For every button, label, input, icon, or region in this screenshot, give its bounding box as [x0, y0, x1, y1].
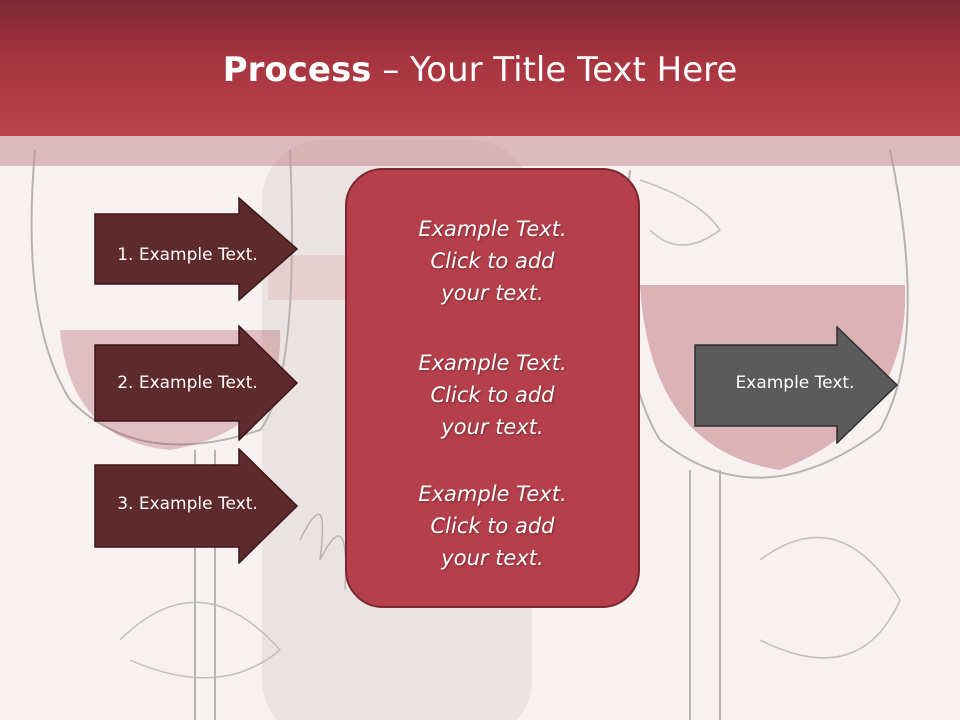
left-arrow-1[interactable]	[94, 197, 300, 301]
slide-title[interactable]: Process – Your Title Text Here	[0, 50, 960, 90]
left-arrow-2[interactable]	[94, 325, 300, 441]
title-band	[0, 0, 960, 136]
right-arrow-label: Example Text.	[735, 373, 855, 393]
center-paragraph-1: Example Text. Click to add your text.	[345, 213, 640, 309]
center-paragraph-2-line-3: your text.	[441, 415, 544, 439]
center-paragraph-3-line-2: Click to add	[430, 514, 555, 538]
center-paragraph-2-line-2: Click to add	[430, 383, 555, 407]
center-paragraph-3: Example Text. Click to add your text.	[345, 478, 640, 574]
center-paragraph-1-line-2: Click to add	[430, 249, 555, 273]
left-arrow-1-label: 1. Example Text.	[117, 245, 258, 265]
right-arrow[interactable]	[694, 326, 900, 444]
center-paragraph-1-line-1: Example Text.	[418, 217, 567, 241]
center-text-box[interactable]	[345, 168, 640, 608]
title-rest: – Your Title Text Here	[371, 50, 738, 90]
title-strip	[0, 136, 960, 166]
left-arrow-3[interactable]	[94, 448, 300, 564]
center-paragraph-2-line-1: Example Text.	[418, 351, 567, 375]
center-paragraph-3-line-3: your text.	[441, 546, 544, 570]
center-paragraph-2: Example Text. Click to add your text.	[345, 347, 640, 443]
left-arrow-3-label: 3. Example Text.	[117, 494, 258, 514]
left-arrow-2-label: 2. Example Text.	[117, 373, 258, 393]
center-paragraph-1-line-3: your text.	[441, 281, 544, 305]
title-bold: Process	[222, 50, 372, 90]
center-paragraph-3-line-1: Example Text.	[418, 482, 567, 506]
